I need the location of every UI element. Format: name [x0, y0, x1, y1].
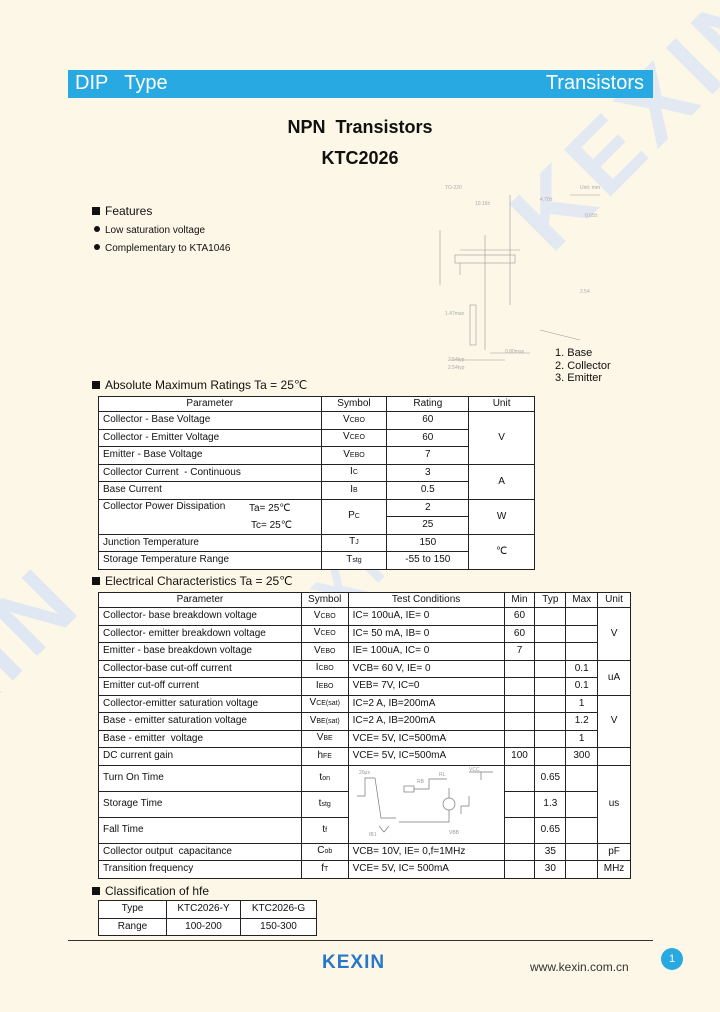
svg-text:1.47max: 1.47max [445, 311, 465, 317]
header-left: DIP Type [75, 72, 168, 94]
svg-text:0.80max: 0.80max [505, 349, 525, 355]
table-row: Collector- base breakdown voltage VCBO I… [98, 607, 631, 661]
svg-text:IB1: IB1 [369, 832, 377, 838]
header-bar: DIP Type Transistors [68, 70, 653, 98]
svg-text:4.70±: 4.70± [540, 197, 553, 203]
table-row: DC current gain hFE VCE= 5V, IC=500mA 10… [98, 747, 631, 766]
table-row: Emitter - base breakdown voltage VEBO IE… [98, 642, 631, 661]
svg-text:TO-220: TO-220 [445, 185, 462, 191]
table-row: Turn On Time ton 20μs RB RL [98, 764, 631, 844]
svg-text:RB: RB [417, 779, 425, 785]
table-row: Emitter cut-off current IEBO VEB= 7V, IC… [98, 677, 631, 696]
table-row: Storage Temperature Range Tstg -55 to 15… [98, 551, 535, 570]
table-row: Collector Current - Continuous IC 3 A [98, 463, 535, 500]
table-header-row: Parameter Symbol Rating Unit [98, 396, 535, 412]
svg-text:2.54typ: 2.54typ [448, 365, 465, 371]
svg-text:20μs: 20μs [359, 770, 370, 776]
page-title: NPN Transistors [287, 117, 433, 137]
feature-item: Low saturation voltage [94, 225, 205, 236]
table-row: Collector-emitter saturation voltage VCE… [98, 694, 631, 748]
kexin-logo: KEXIN [322, 952, 386, 973]
switching-test-circuit: 20μs RB RL VCC IB1 VBB [347, 764, 505, 844]
table-row: Base - emitter voltage VBE VCE= 5V, IC=5… [98, 729, 631, 748]
header-cell: Unit [468, 396, 535, 412]
table-row: Storage Time tstg 1.3 [98, 790, 631, 818]
table-row: Base Current IB 0.5 [98, 481, 535, 500]
table-header-row: Parameter Symbol Test Conditions Min Typ… [98, 592, 631, 608]
table-header-row: Type KTC2026-Y KTC2026-G [98, 900, 317, 919]
svg-text:10.16±: 10.16± [475, 201, 491, 207]
absolute-maximum-ratings-table: Parameter Symbol Rating Unit Collector -… [98, 396, 535, 570]
table-row: Collector-base cut-off current ICBO VCB=… [98, 659, 631, 696]
electrical-characteristics-table: Parameter Symbol Test Conditions Min Typ… [98, 592, 631, 879]
elec-heading: Electrical Characteristics Ta = 25℃ [92, 574, 293, 588]
svg-text:0.65±: 0.65± [585, 213, 598, 219]
svg-text:2.54: 2.54 [580, 289, 590, 295]
table-row: Range 100-200 150-300 [98, 917, 317, 936]
table-row: Collector output capacitance Cob VCB= 10… [98, 842, 631, 861]
table-row: Collector- emitter breakdown voltage VCE… [98, 624, 631, 643]
header-cell: Symbol [320, 396, 388, 412]
table-row: Collector - Base Voltage VCBO 60 V [98, 411, 535, 465]
test-circuit-diagram: 20μs RB RL VCC IB1 VBB [356, 767, 493, 838]
table-row: Transition frequency fT VCE= 5V, IC= 500… [98, 860, 631, 879]
table-row: Fall Time tf 0.65 [98, 816, 631, 844]
svg-text:VBB: VBB [449, 830, 460, 836]
features-heading: Features [92, 204, 152, 218]
header-cell: Rating [386, 396, 470, 412]
table-row: 25 [99, 516, 535, 535]
svg-text:RL: RL [439, 772, 446, 778]
watermark: KEXIN [0, 544, 103, 857]
page-number: 1 [661, 948, 683, 970]
svg-text:2.54typ: 2.54typ [448, 357, 465, 363]
table-row: Collector Power Dissipation Ta= 25℃ Tc= … [98, 498, 535, 535]
header-cell: Parameter [98, 396, 322, 412]
header-right: Transistors [545, 72, 644, 94]
package-outline-drawing: TO-220 Unit: mm 10.16± 4.70± 0.65± 2.54 … [439, 185, 600, 371]
part-number: KTC2026 [321, 148, 399, 168]
abs-max-heading: Absolute Maximum Ratings Ta = 25℃ [92, 378, 307, 392]
pin-legend: 1. Base 2. Collector 3. Emitter [555, 347, 611, 384]
footer-divider [68, 940, 653, 941]
table-row: Junction Temperature TJ 150 ℃ [98, 533, 535, 570]
website-link[interactable]: www.kexin.com.cn [530, 960, 629, 974]
classification-heading: Classification of hfe [92, 884, 209, 898]
table-row: Base - emitter saturation voltage VBE(sa… [98, 712, 631, 731]
classification-table: Type KTC2026-Y KTC2026-G Range 100-200 1… [98, 900, 317, 936]
svg-text:VCC: VCC [469, 767, 480, 773]
feature-item: Complementary to KTA1046 [94, 243, 230, 254]
svg-text:Unit: mm: Unit: mm [580, 185, 600, 191]
